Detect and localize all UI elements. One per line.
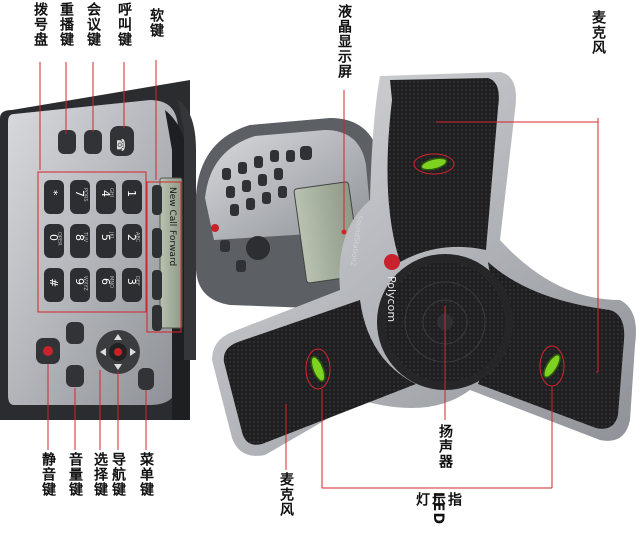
- keypad-key-label: 0: [47, 234, 60, 241]
- keypad-key-letters: DEF: [134, 276, 140, 286]
- menu-button: [138, 368, 154, 390]
- keypad-key-label: 5: [99, 234, 112, 241]
- label-lcd: 液晶显示屏: [336, 4, 352, 79]
- closeup-panel: [0, 80, 196, 420]
- keypad-key[interactable]: 1: [122, 180, 142, 214]
- label-select-key: 选择键: [92, 452, 108, 497]
- keypad-key-label: 1: [125, 190, 138, 197]
- label-speaker: 扬声器: [437, 424, 453, 469]
- label-dialpad: 拨号盘: [32, 2, 48, 47]
- label-mute-key: 静音键: [40, 452, 56, 497]
- label-navigation-key: 导航键: [110, 452, 126, 497]
- keypad-key-body: [44, 224, 64, 258]
- keypad-key-letters: ABC: [134, 232, 140, 243]
- keypad-key[interactable]: *: [44, 180, 64, 214]
- keypad-key-label: 2: [125, 234, 138, 241]
- closeup-lcd: New Call Forward: [159, 177, 183, 329]
- keypad-key-label: 7: [73, 190, 86, 197]
- keypad-key-body: [122, 224, 142, 258]
- label-redial-key: 重播键: [58, 2, 74, 47]
- keypad-key-letters: MNO: [108, 276, 114, 288]
- mute-icon: [43, 346, 53, 356]
- keypad-key-label: 9: [73, 278, 86, 285]
- brand-logo: Polycom: [385, 276, 398, 322]
- keypad-key-body: [70, 268, 90, 302]
- volume-down-button: [66, 365, 84, 387]
- softkeys[interactable]: [152, 185, 162, 331]
- label-led-line2: 指示灯: [414, 492, 462, 507]
- keypad-key-body: [96, 268, 116, 302]
- label-microphone-bottom: 麦克风: [278, 472, 294, 517]
- keypad-key-label: 3: [125, 278, 138, 285]
- keypad-key-letters: TUV: [82, 231, 88, 243]
- label-call-key: 呼叫键: [116, 2, 132, 47]
- keypad-key-letters: PQRS: [82, 188, 88, 202]
- keypad-key-body: [96, 224, 116, 258]
- label-menu-key: 菜单键: [138, 452, 154, 497]
- keypad-key-label: *: [47, 190, 60, 196]
- keypad-key-body: [70, 180, 90, 214]
- label-led-line1: LED: [430, 492, 446, 526]
- keypad-key-body: [122, 180, 142, 214]
- keypad-key-body: [44, 268, 64, 302]
- softkey-label-1: New Call: [167, 187, 177, 226]
- volume-up-button: [66, 322, 84, 344]
- led-indicators: [310, 157, 561, 382]
- label-conference-key: 会议键: [85, 2, 101, 47]
- bottom-controls[interactable]: [36, 322, 154, 390]
- callout-lines: [37, 60, 599, 489]
- function-keys[interactable]: ☎: [58, 126, 134, 156]
- label-softkeys: 软键: [148, 8, 164, 38]
- label-microphone-top: 麦克风: [590, 10, 606, 55]
- keypad-key-label: 8: [73, 234, 86, 241]
- keypad-key-body: [70, 224, 90, 258]
- label-volume-key: 音量键: [67, 452, 83, 497]
- keypad-key-letters: WXYZ: [82, 276, 88, 291]
- keypad-key-letters: JKL: [108, 231, 114, 240]
- keypad-key-label: 6: [99, 278, 112, 285]
- keypad-key-body: [122, 268, 142, 302]
- keypad-key[interactable]: #: [44, 268, 64, 302]
- keypad-key-label: 4: [99, 190, 112, 197]
- keypad-key-body: [96, 180, 116, 214]
- keypad-key-letters: GHI: [108, 188, 114, 197]
- keypad-key-letters: OPER: [56, 232, 62, 246]
- keypad-key-label: #: [47, 278, 60, 287]
- keypad-key-body: [44, 180, 64, 214]
- softkey-label-2: Forward: [167, 230, 177, 266]
- svg-text:☎: ☎: [114, 138, 127, 152]
